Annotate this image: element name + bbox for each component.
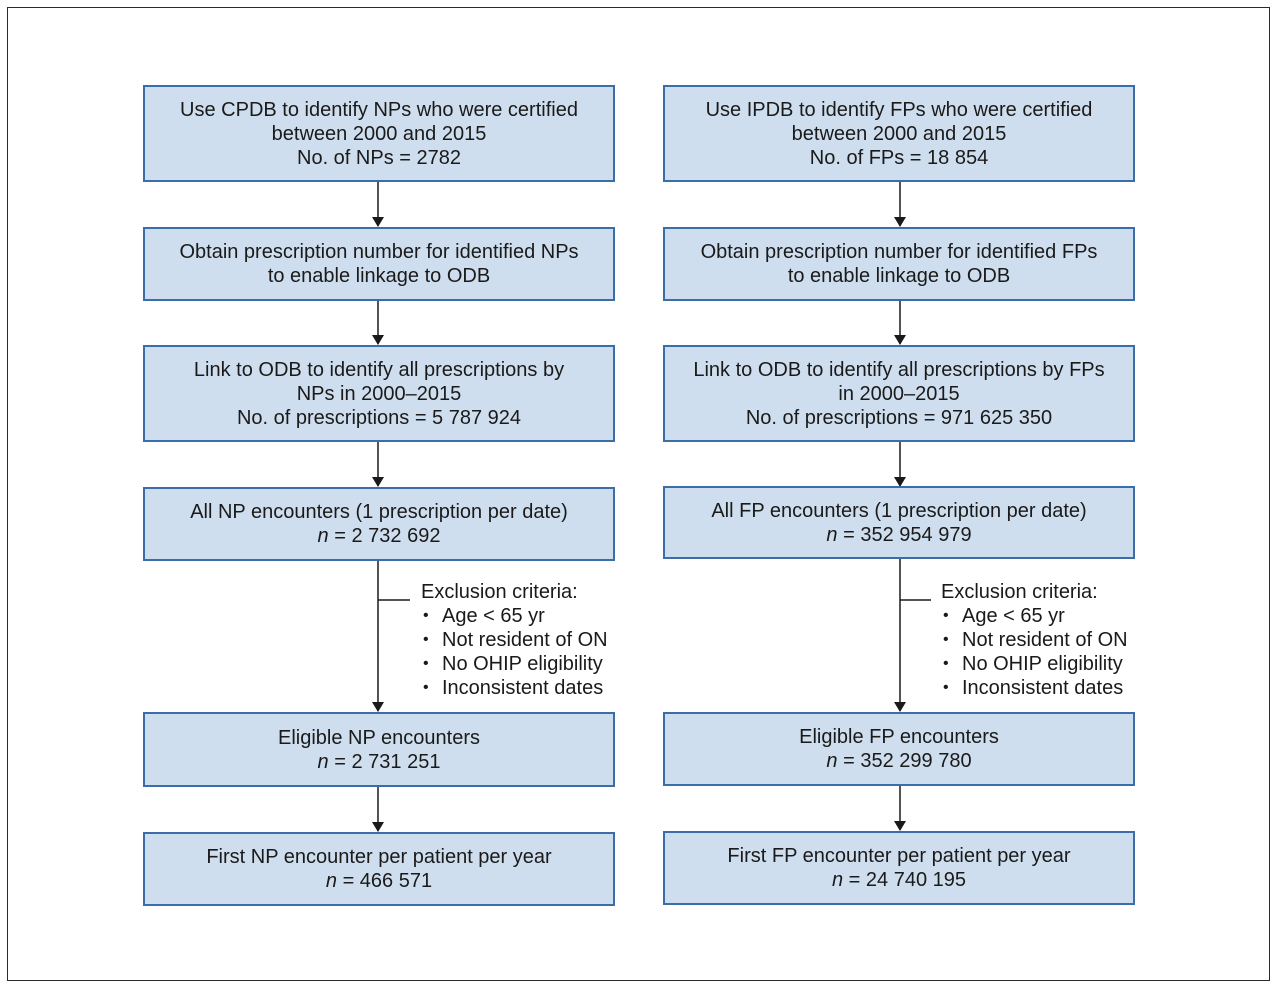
- box-line: Obtain prescription number for identifie…: [700, 241, 1098, 263]
- np-first-encounter-box: First NP encounter per patient per year …: [143, 832, 615, 906]
- fp-all-encounters-box: All FP encounters (1 prescription per da…: [663, 486, 1135, 559]
- box-line: All NP encounters (1 prescription per da…: [190, 501, 568, 523]
- box-line: in 2000–2015: [838, 382, 960, 405]
- np-all-encounters-box: All NP encounters (1 prescription per da…: [143, 487, 615, 561]
- fp-link-odb-box: Link to ODB to identify all prescription…: [663, 345, 1135, 442]
- figure-frame: [7, 7, 1270, 981]
- fp-eligible-encounters-box: Eligible FP encounters n = 352 299 780: [663, 712, 1135, 786]
- count-value: = 2 731 251: [328, 750, 441, 773]
- np-identify-box: Use CPDB to identify NPs who were certif…: [143, 85, 615, 182]
- np-eligible-encounters-box: Eligible NP encounters n = 2 731 251: [143, 712, 615, 787]
- box-line: No. of FPs = 18 854: [809, 146, 989, 169]
- exclusion-item: No OHIP eligibility: [941, 652, 1128, 676]
- box-count: n = 352 954 979: [826, 523, 971, 547]
- box-line: No. of prescriptions = 5 787 924: [236, 406, 522, 429]
- box-line: No. of prescriptions = 971 625 350: [745, 406, 1053, 429]
- box-line: Link to ODB to identify all prescription…: [193, 358, 565, 381]
- fp-prescription-number-box: Obtain prescription number for identifie…: [663, 227, 1135, 301]
- exclusion-item: Not resident of ON: [941, 628, 1128, 652]
- n-symbol: n: [317, 525, 329, 547]
- box-line: First FP encounter per patient per year: [727, 845, 1071, 867]
- fp-first-encounter-box: First FP encounter per patient per year …: [663, 831, 1135, 905]
- count-value: = 2 732 692: [328, 525, 441, 547]
- exclusion-item: Age < 65 yr: [421, 604, 608, 628]
- np-exclusion-criteria: Exclusion criteria: Age < 65 yr Not resi…: [421, 580, 608, 700]
- box-count: n = 2 731 251: [318, 750, 441, 774]
- exclusion-header: Exclusion criteria:: [421, 581, 578, 603]
- count-value: = 466 571: [337, 870, 433, 892]
- box-count: n = 2 732 692: [318, 524, 441, 548]
- box-line: to enable linkage to ODB: [267, 265, 491, 287]
- exclusion-header: Exclusion criteria:: [941, 581, 1098, 603]
- box-line: between 2000 and 2015: [271, 122, 487, 145]
- count-value: = 352 954 979: [837, 523, 972, 546]
- n-symbol: n: [325, 870, 338, 892]
- box-line: Use IPDB to identify FPs who were certif…: [705, 98, 1093, 121]
- box-line: between 2000 and 2015: [791, 122, 1007, 145]
- box-count: n = 352 299 780: [826, 749, 971, 773]
- box-line: No. of NPs = 2782: [297, 146, 461, 169]
- count-value: = 352 299 780: [837, 750, 972, 772]
- box-line: Use CPDB to identify NPs who were certif…: [180, 98, 578, 121]
- n-symbol: n: [317, 750, 329, 773]
- exclusion-item: Inconsistent dates: [941, 676, 1128, 700]
- box-line: NPs in 2000–2015: [296, 382, 462, 405]
- box-count: n = 466 571: [326, 869, 432, 893]
- exclusion-item: No OHIP eligibility: [421, 652, 608, 676]
- box-line: Eligible NP encounters: [278, 726, 480, 749]
- n-symbol: n: [826, 750, 838, 772]
- exclusion-item: Not resident of ON: [421, 628, 608, 652]
- box-line: to enable linkage to ODB: [787, 265, 1011, 287]
- exclusion-item: Age < 65 yr: [941, 604, 1128, 628]
- n-symbol: n: [826, 523, 838, 546]
- box-line: Eligible FP encounters: [799, 726, 999, 748]
- box-line: Link to ODB to identify all prescription…: [693, 358, 1105, 381]
- exclusion-item: Inconsistent dates: [421, 676, 608, 700]
- box-line: Obtain prescription number for identifie…: [179, 241, 579, 263]
- box-count: n = 24 740 195: [832, 868, 966, 892]
- box-line: First NP encounter per patient per year: [206, 846, 552, 868]
- np-link-odb-box: Link to ODB to identify all prescription…: [143, 345, 615, 442]
- box-line: All FP encounters (1 prescription per da…: [711, 499, 1087, 522]
- n-symbol: n: [831, 869, 844, 891]
- np-prescription-number-box: Obtain prescription number for identifie…: [143, 227, 615, 301]
- fp-exclusion-criteria: Exclusion criteria: Age < 65 yr Not resi…: [941, 580, 1128, 700]
- fp-identify-box: Use IPDB to identify FPs who were certif…: [663, 85, 1135, 182]
- count-value: = 24 740 195: [843, 869, 966, 891]
